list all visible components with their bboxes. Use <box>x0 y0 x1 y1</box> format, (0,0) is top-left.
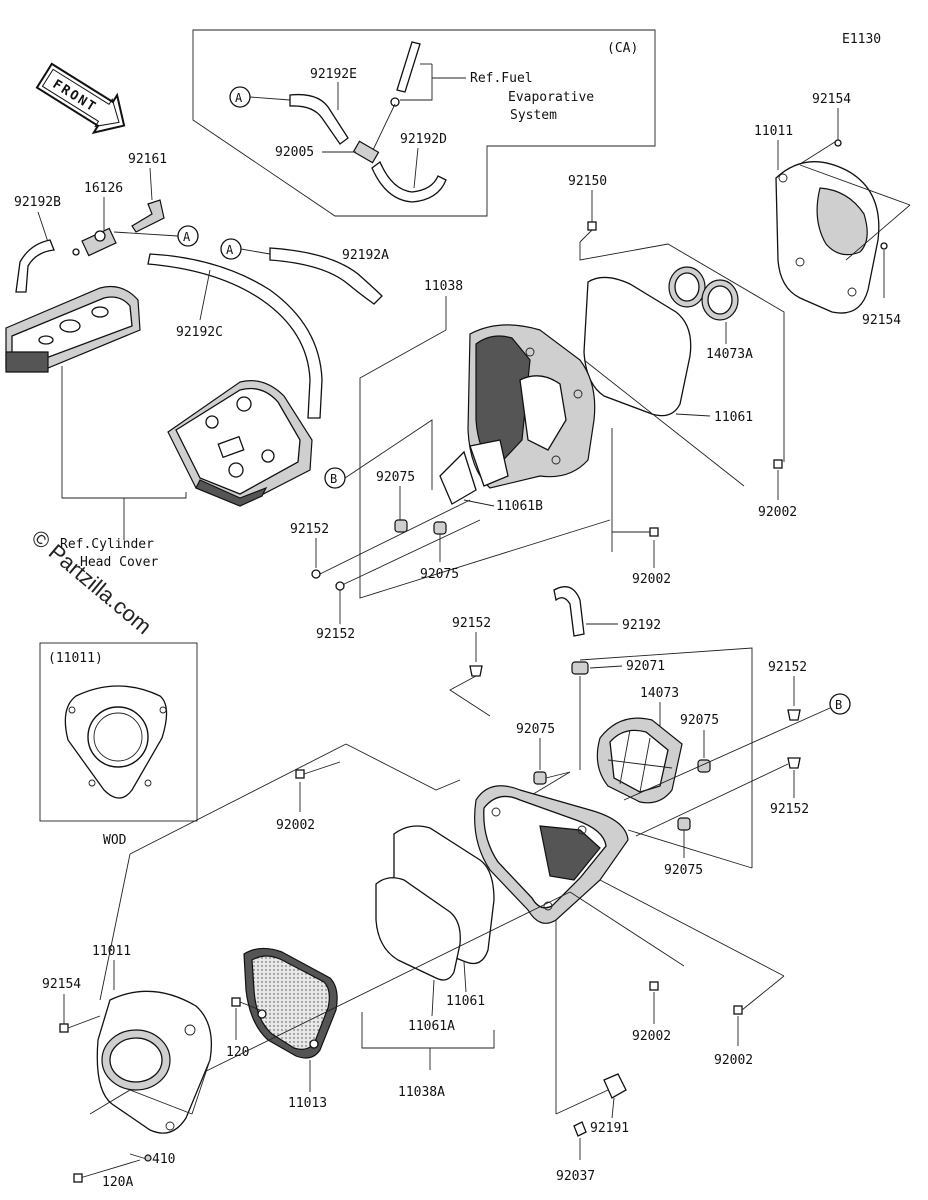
part-label-92154: 92154 <box>812 92 851 107</box>
clip-92037 <box>573 1121 587 1137</box>
part-label-92192C: 92192C <box>176 325 223 340</box>
part-label-11038: 11038 <box>424 279 463 294</box>
part-label-92002: 92002 <box>276 818 315 833</box>
part-label-11061A: 11061A <box>408 1019 455 1034</box>
hose-92192E <box>289 93 349 145</box>
part-label-92192B: 92192B <box>14 195 61 210</box>
connector-a-left <box>177 225 199 247</box>
filter-11013 <box>243 947 338 1059</box>
part-label-16126: 16126 <box>84 181 123 196</box>
part-label-92191: 92191 <box>590 1121 629 1136</box>
diagram-label: Ref.Cylinder <box>60 537 154 552</box>
part-label-92192: 92192 <box>622 618 661 633</box>
diagram-code: E1130 <box>842 32 881 47</box>
part-label-92152: 92152 <box>316 627 355 642</box>
connector-b-bottom <box>829 693 851 715</box>
ca-box-tag: (CA) <box>607 41 638 56</box>
hose-92192A <box>269 247 383 305</box>
part-label-92002: 92002 <box>632 572 671 587</box>
housing-11038A <box>474 785 629 924</box>
valve-16126 <box>72 227 117 257</box>
valve-92005 <box>352 140 380 164</box>
part-label-11013: 11013 <box>288 1096 327 1111</box>
part-label-11011: 11011 <box>754 124 793 139</box>
diagram-label: A <box>183 230 191 244</box>
part-label-92075: 92075 <box>420 567 459 582</box>
diagram-label: Head Cover <box>80 555 158 570</box>
part-label-92037: 92037 <box>556 1169 595 1184</box>
cylinder-head-cover-right <box>167 380 313 507</box>
hose-92192C <box>147 253 323 419</box>
part-label-92075: 92075 <box>664 863 703 878</box>
hose-92192B <box>15 239 55 293</box>
part-label-14073A: 14073A <box>706 347 753 362</box>
part-label-120A: 120A <box>102 1175 133 1190</box>
hose-92192D <box>371 160 447 203</box>
ca-ref-line-2: Evaporative <box>508 90 594 105</box>
part-label-11011: 11011 <box>92 944 131 959</box>
part-label-92002: 92002 <box>714 1053 753 1068</box>
part-label-11061: 11061 <box>714 410 753 425</box>
cap-92191 <box>603 1073 627 1099</box>
part-label-410: 410 <box>152 1152 175 1167</box>
ca-box-outline <box>192 29 656 217</box>
part-label-14073: 14073 <box>640 686 679 701</box>
diagram-label: B <box>330 472 337 486</box>
hose-92192 <box>553 586 585 637</box>
cover-11011-top <box>775 161 880 314</box>
part-label-92154: 92154 <box>862 313 901 328</box>
part-label-92075: 92075 <box>680 713 719 728</box>
ca-vapor-tube <box>396 41 421 93</box>
gasket-11061A <box>375 877 461 981</box>
part-label-92005: 92005 <box>275 145 314 160</box>
part-label-92150: 92150 <box>568 174 607 189</box>
part-label-92154: 92154 <box>42 977 81 992</box>
duct-14073 <box>596 717 683 804</box>
part-label-92192A: 92192A <box>342 248 389 263</box>
front-arrow-icon: FRONT <box>35 62 126 135</box>
grommet-92071 <box>571 661 589 675</box>
part-label-92152: 92152 <box>770 802 809 817</box>
part-label-92152: 92152 <box>452 616 491 631</box>
diagram-label: (11011) <box>48 651 103 666</box>
ca-ref-line-3: System <box>510 108 557 123</box>
wod-cover-icon <box>64 685 168 799</box>
housing-11038-top <box>467 324 596 489</box>
diagram-label: A <box>226 243 234 257</box>
part-label-92075: 92075 <box>516 722 555 737</box>
part-label-92071: 92071 <box>626 659 665 674</box>
part-label-92152: 92152 <box>290 522 329 537</box>
part-label-11061: 11061 <box>446 994 485 1009</box>
part-label-92161: 92161 <box>128 152 167 167</box>
diagram-label: A <box>235 91 243 105</box>
diagram-label: B <box>835 698 842 712</box>
ca-ref-line-1: Ref.Fuel <box>470 71 533 86</box>
duct-14073A <box>668 266 739 321</box>
ca-fitting <box>390 97 400 107</box>
part-label-11061B: 11061B <box>496 499 543 514</box>
part-label-92002: 92002 <box>632 1029 671 1044</box>
bracket-92161 <box>131 199 165 233</box>
part-label-92152: 92152 <box>768 660 807 675</box>
cylinder-head-cover-left <box>5 285 141 373</box>
part-label-120: 120 <box>226 1045 249 1060</box>
diagram-label: WOD <box>103 833 127 848</box>
part-label-92192D: 92192D <box>400 132 447 147</box>
gasket-11061B <box>439 450 477 505</box>
part-label-92192E: 92192E <box>310 67 357 82</box>
part-label-11038A: 11038A <box>398 1085 445 1100</box>
part-label-92002: 92002 <box>758 505 797 520</box>
part-label-92075: 92075 <box>376 470 415 485</box>
cover-11011-bottom <box>96 990 213 1134</box>
wod-box <box>39 642 198 822</box>
